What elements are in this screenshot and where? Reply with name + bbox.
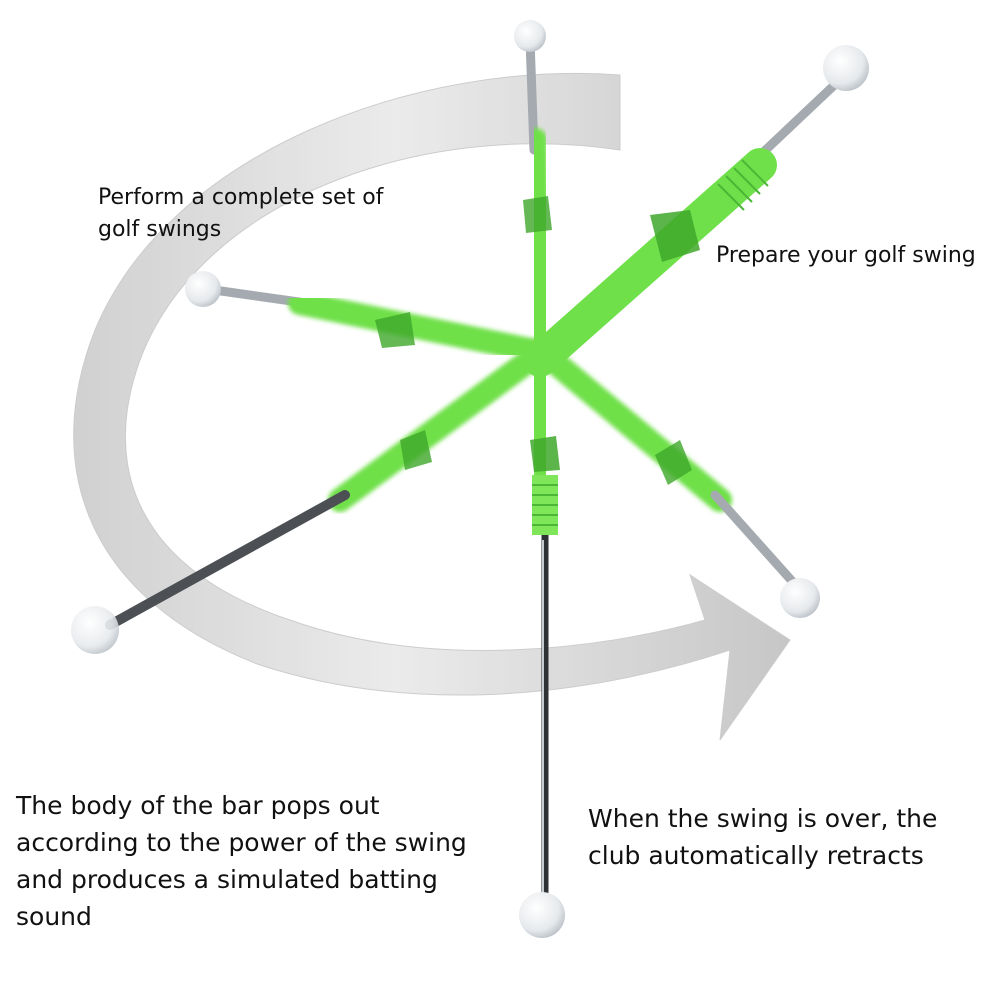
caption-complete-swings: Perform a complete set of golf swings [98, 185, 384, 242]
swing-motion-arrow [73, 72, 791, 741]
club-lower-right [528, 338, 805, 595]
ball-top-right [823, 45, 869, 91]
club-upper-left [195, 283, 542, 362]
caption-auto-retract: When the swing is over, the club automat… [588, 804, 938, 870]
club-lower-left [105, 348, 542, 630]
caption-body-pops-out: The body of the bar pops out according t… [16, 791, 467, 931]
caption-prepare-swing: Prepare your golf swing [716, 243, 976, 268]
ball-right [780, 578, 820, 618]
ball-lower-left [71, 606, 119, 654]
club-upper-right [523, 70, 850, 377]
club-vertical [523, 35, 560, 905]
ball-left [185, 271, 221, 307]
ball-bottom [519, 892, 565, 938]
ball-top [514, 20, 546, 52]
